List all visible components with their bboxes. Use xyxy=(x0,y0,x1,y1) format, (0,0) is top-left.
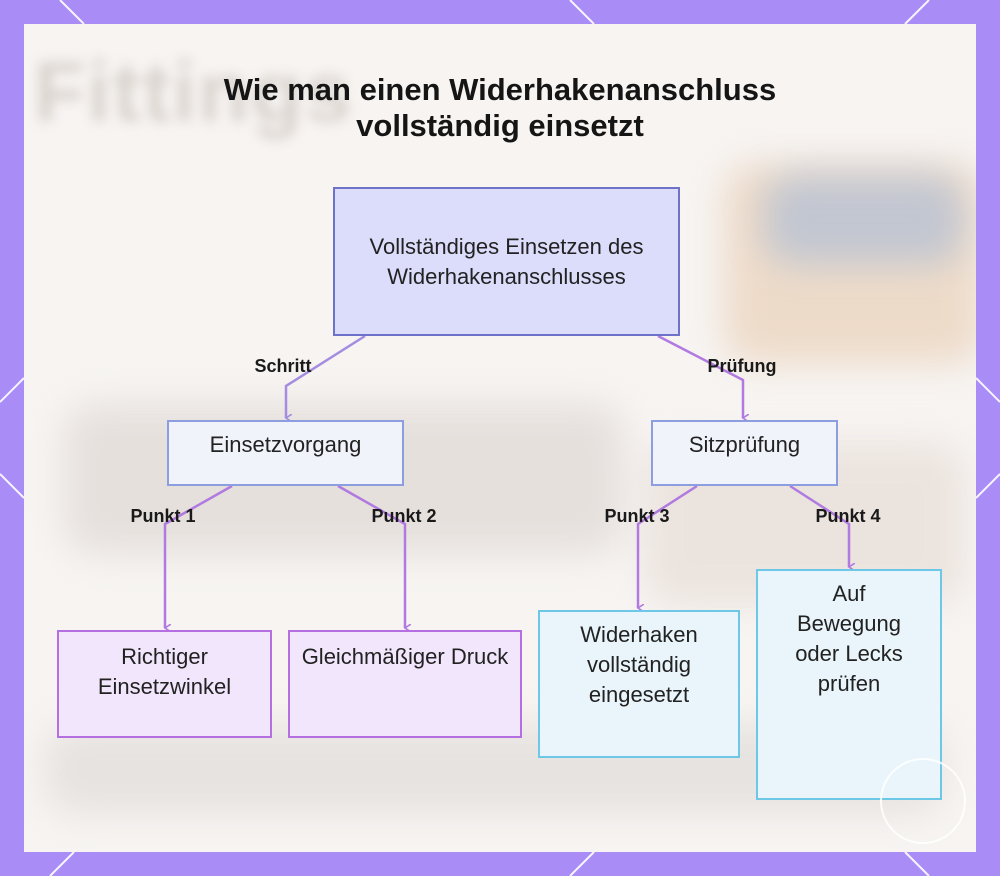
node-gleichmaessiger-druck-label: Gleichmäßiger Druck xyxy=(301,644,509,669)
edge-punkt2 xyxy=(337,484,405,628)
edge-label-pruefung: Prüfung xyxy=(707,356,777,376)
node-gleichmaessiger-druck: Gleichmäßiger Druck xyxy=(288,630,522,738)
node-sitzpruefung: Sitzprüfung xyxy=(651,420,838,486)
node-richtiger-einsetzwinkel-label: Richtiger Einsetzwinkel xyxy=(97,644,232,699)
background-blur xyxy=(764,174,964,264)
edge-schritt xyxy=(286,334,366,418)
edge-label-punkt1: Punkt 1 xyxy=(130,506,196,526)
edge-punkt1 xyxy=(165,484,233,628)
node-widerhaken-eingesetzt: Widerhaken vollständig eingesetzt xyxy=(538,610,740,758)
title-line-2: vollständig einsetzt xyxy=(356,108,644,143)
diagram-title: Wie man einen Widerhakenanschluss vollst… xyxy=(0,72,1000,144)
node-richtiger-einsetzwinkel: Richtiger Einsetzwinkel xyxy=(57,630,272,738)
node-widerhaken-eingesetzt-label: Widerhaken vollständig eingesetzt xyxy=(580,622,698,707)
node-einsetzvorgang-label: Einsetzvorgang xyxy=(209,432,362,457)
node-root-label: Vollständiges Einsetzen des Widerhakenan… xyxy=(369,233,644,289)
node-sitzpruefung-label: Sitzprüfung xyxy=(688,432,801,457)
node-root: Vollständiges Einsetzen des Widerhakenan… xyxy=(333,187,680,336)
edge-punkt4 xyxy=(789,484,849,567)
title-line-1: Wie man einen Widerhakenanschluss xyxy=(223,72,777,107)
edge-punkt3 xyxy=(638,484,698,608)
node-bewegung-lecks-label: Auf Bewegung oder Lecks prüfen xyxy=(795,581,903,696)
background-watermark: Fittings xyxy=(34,45,354,139)
edge-label-punkt2: Punkt 2 xyxy=(371,506,437,526)
edge-label-punkt4: Punkt 4 xyxy=(815,506,881,526)
edge-label-schritt: Schritt xyxy=(254,356,312,376)
corner-badge-icon xyxy=(880,758,966,844)
node-einsetzvorgang: Einsetzvorgang xyxy=(167,420,404,486)
edge-pruefung xyxy=(657,334,743,418)
edge-label-punkt3: Punkt 3 xyxy=(604,506,670,526)
